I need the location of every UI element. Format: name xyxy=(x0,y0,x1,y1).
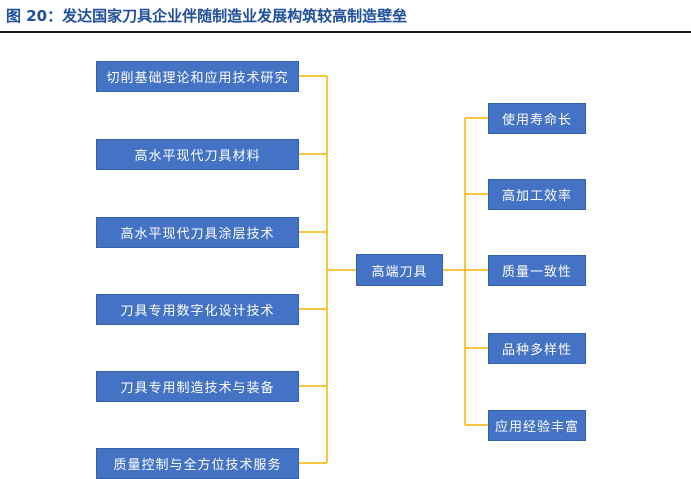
title-divider xyxy=(0,31,691,33)
node-cutting-theory: 切削基础理论和应用技术研究 xyxy=(96,61,299,92)
node-variety: 品种多样性 xyxy=(488,333,586,364)
node-quality-service: 质量控制与全方位技术服务 xyxy=(96,448,299,479)
node-tool-materials: 高水平现代刀具材料 xyxy=(96,139,299,170)
node-high-end-tools: 高端刀具 xyxy=(356,254,443,286)
node-high-efficiency: 高加工效率 xyxy=(488,179,586,210)
node-digital-design: 刀具专用数字化设计技术 xyxy=(96,294,299,325)
node-consistency: 质量一致性 xyxy=(488,255,586,286)
node-rich-experience: 应用经验丰富 xyxy=(488,410,586,441)
node-manufacturing-tech: 刀具专用制造技术与装备 xyxy=(96,371,299,402)
figure-title: 图 20：发达国家刀具企业伴随制造业发展构筑较高制造壁垒 xyxy=(6,7,408,25)
node-long-life: 使用寿命长 xyxy=(488,103,586,134)
node-coating-tech: 高水平现代刀具涂层技术 xyxy=(96,217,299,248)
